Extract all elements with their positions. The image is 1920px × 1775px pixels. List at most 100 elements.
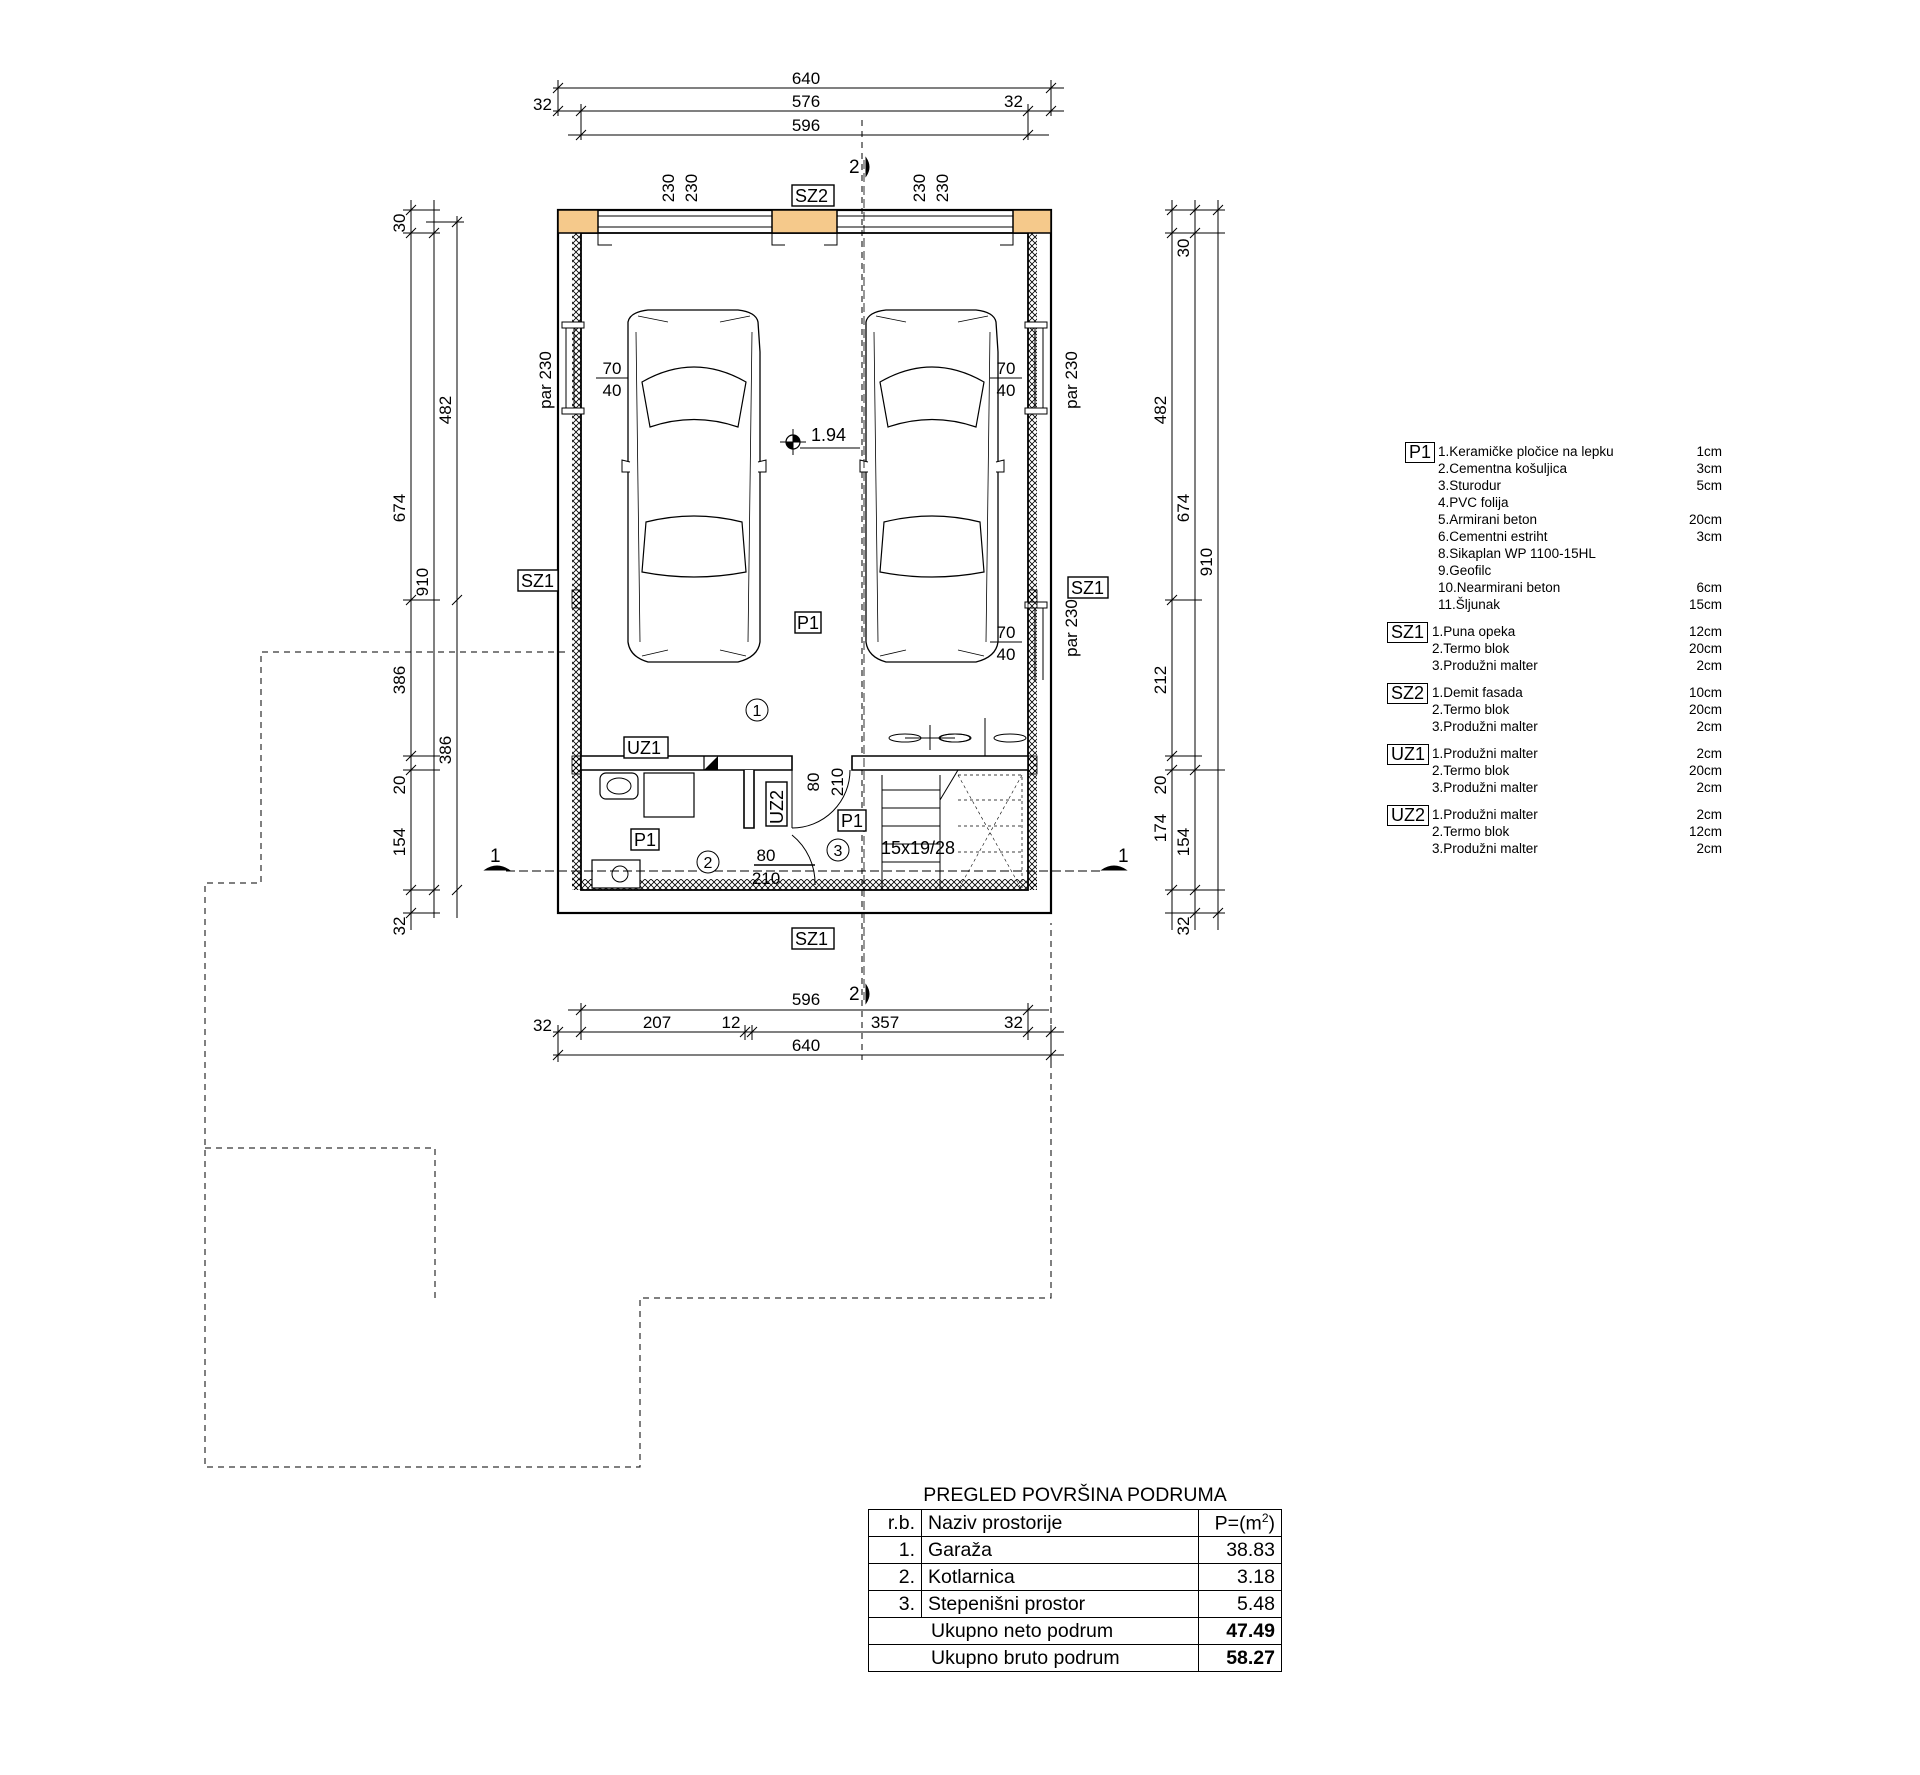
legend-layer: 2.Termo blok 20cm bbox=[1432, 640, 1722, 657]
dim-bottom-right-wall: 32 bbox=[1004, 1013, 1023, 1032]
legend-layer-name: 2.Cementna košuljica bbox=[1438, 461, 1568, 476]
door-lower-height: 210 bbox=[752, 869, 780, 888]
legend-tag: P1 bbox=[1405, 442, 1436, 463]
bicycle-icon bbox=[888, 718, 1027, 756]
area-table-header: r.b. Naziv prostorije P=(m2) bbox=[868, 1509, 1282, 1537]
level-value: 1.94 bbox=[811, 425, 846, 445]
wall-tag-sz1-left: SZ1 bbox=[521, 571, 554, 591]
window-right-bottom-height: 40 bbox=[997, 645, 1016, 664]
dim-left-bottom-wall: 32 bbox=[390, 917, 409, 936]
dim-bottom-seg3: 357 bbox=[871, 1013, 899, 1032]
legend-layer-name: 3.Produžni malter bbox=[1432, 719, 1538, 734]
window-right-top-label: par 230 bbox=[1062, 351, 1081, 409]
dim-right-partition: 20 bbox=[1151, 776, 1170, 795]
room-number-1: 1 bbox=[753, 703, 762, 720]
legend-layer-thickness: 3cm bbox=[1696, 461, 1722, 476]
dim-right-stair-room: 174 bbox=[1151, 814, 1170, 842]
dim-bottom-seg1: 207 bbox=[643, 1013, 671, 1032]
legend-layer-thickness: 20cm bbox=[1688, 512, 1722, 527]
legend-layer: 8.Sikaplan WP 1100-15HL bbox=[1438, 545, 1722, 562]
dim-left-lower: 386 bbox=[390, 666, 409, 694]
legend-layer-name: 4.PVC folija bbox=[1438, 495, 1509, 510]
legend-layer-name: 1.Keramičke pločice na lepku bbox=[1438, 444, 1614, 459]
section-2-top-label: 2 bbox=[849, 157, 860, 178]
area-summary: PREGLED POVRŠINA PODRUMA r.b. Naziv pros… bbox=[868, 1484, 1282, 1672]
legend-layer-thickness: 6cm bbox=[1696, 580, 1722, 595]
legend-tag: UZ1 bbox=[1387, 744, 1430, 765]
legend-layer: 9.Geofilc bbox=[1438, 562, 1722, 579]
car-left-icon bbox=[621, 309, 767, 663]
legend-layer-thickness: 3cm bbox=[1696, 529, 1722, 544]
dim-right-total: 910 bbox=[1197, 548, 1216, 576]
section-1-right-label: 1 bbox=[1118, 846, 1129, 867]
legend-layer: 2.Cementna košuljica 3cm bbox=[1438, 460, 1722, 477]
floor-tag-boiler: P1 bbox=[634, 830, 656, 850]
room-number-2: 2 bbox=[704, 855, 713, 872]
legend-layer-name: 3.Produžni malter bbox=[1432, 841, 1538, 856]
legend-layer-thickness: 10cm bbox=[1688, 685, 1722, 700]
legend-layer-name: 1.Demit fasada bbox=[1432, 685, 1523, 700]
net-total-row: Ukupno neto podrum 47.49 bbox=[868, 1617, 1282, 1645]
window-left-height: 40 bbox=[603, 381, 622, 400]
area-table: r.b. Naziv prostorije P=(m2) 1. Garaža 3… bbox=[868, 1509, 1282, 1672]
legend-layer-thickness: 2cm bbox=[1696, 719, 1722, 734]
legend-layer: 2.Termo blok 20cm bbox=[1432, 762, 1722, 779]
legend-layer: 3.Produžni malter 2cm bbox=[1432, 718, 1722, 735]
door-lower-width: 80 bbox=[757, 846, 776, 865]
dimension-lines bbox=[403, 80, 1225, 1062]
legend-layer-name: 2.Termo blok bbox=[1432, 763, 1510, 778]
car-right-icon bbox=[859, 309, 1005, 663]
window-right-bottom-width: 70 bbox=[997, 623, 1016, 642]
wall-tag-uz2: UZ2 bbox=[767, 790, 787, 824]
dim-left-total: 910 bbox=[413, 568, 432, 596]
legend-layer-thickness: 2cm bbox=[1696, 658, 1722, 673]
dim-right-upper: 674 bbox=[1174, 494, 1193, 522]
window-top-left-label-2: 230 bbox=[682, 174, 701, 202]
legend-layer-thickness: 12cm bbox=[1688, 824, 1722, 839]
window-top-right-label: 230 bbox=[910, 174, 929, 202]
legend-layer-name: 2.Termo blok bbox=[1432, 641, 1510, 656]
floor-tag-garage: P1 bbox=[797, 613, 819, 633]
header-area: P=(m2) bbox=[1198, 1509, 1282, 1537]
legend-layer-thickness: 1cm bbox=[1696, 444, 1722, 459]
building-walls bbox=[556, 208, 1053, 915]
window-top-right-label-2: 230 bbox=[933, 174, 952, 202]
legend-layer-thickness: 20cm bbox=[1688, 763, 1722, 778]
legend-layer-thickness: 20cm bbox=[1688, 641, 1722, 656]
legend-layer-name: 2.Termo blok bbox=[1432, 824, 1510, 839]
site-outline bbox=[204, 120, 1052, 1468]
legend-layer: 1.Demit fasada 10cm bbox=[1432, 684, 1722, 701]
header-name: Naziv prostorije bbox=[921, 1509, 1199, 1537]
legend-layer-name: 6.Cementni estriht bbox=[1438, 529, 1548, 544]
wall-tag-sz1-bottom: SZ1 bbox=[795, 929, 828, 949]
dim-bottom-seg2: 12 bbox=[722, 1013, 741, 1032]
section-2-bottom-label: 2 bbox=[849, 984, 860, 1005]
staircase bbox=[881, 769, 1023, 891]
dim-right-top: 30 bbox=[1174, 239, 1193, 258]
level-marker bbox=[780, 429, 860, 455]
legend-layer-thickness: 2cm bbox=[1696, 807, 1722, 822]
area-table-title: PREGLED POVRŠINA PODRUMA bbox=[923, 1484, 1227, 1506]
legend-layer-name: 9.Geofilc bbox=[1438, 563, 1492, 578]
legend-layer-name: 1.Puna opeka bbox=[1432, 624, 1516, 639]
window-right-top-width: 70 bbox=[997, 359, 1016, 378]
dim-left-outer: 482 bbox=[436, 396, 455, 424]
window-right-top-height: 40 bbox=[997, 381, 1016, 400]
legend-layer-thickness: 5cm bbox=[1696, 478, 1722, 493]
legend-layer-name: 8.Sikaplan WP 1100-15HL bbox=[1438, 546, 1596, 561]
legend-layer: 4.PVC folija bbox=[1438, 494, 1722, 511]
legend-layer-thickness: 20cm bbox=[1688, 702, 1722, 717]
stairs-label: 15x19/28 bbox=[881, 838, 955, 858]
legend-tag: SZ2 bbox=[1387, 683, 1429, 704]
